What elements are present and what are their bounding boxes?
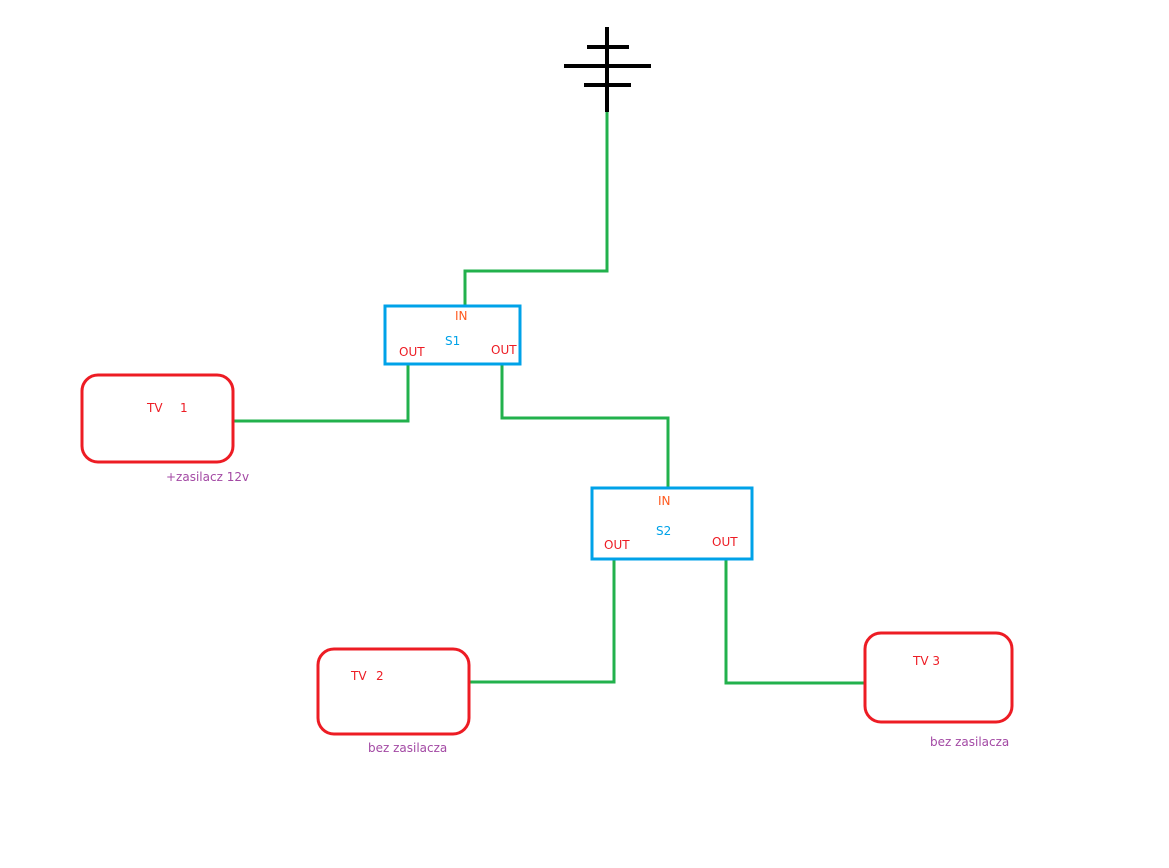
wire-s2-tv3 (724, 559, 865, 685)
tv-3: TV 3 bez zasilacza (863, 631, 1014, 749)
s2-in-label: IN (658, 494, 671, 508)
tv-2: TV 2 bez zasilacza (316, 647, 471, 755)
tv3-label: TV 3 (912, 654, 940, 668)
splitter-s1: IN S1 OUT OUT (383, 304, 522, 366)
splitter-s2: IN S2 OUT OUT (590, 486, 754, 561)
s1-out-left: OUT (399, 345, 425, 359)
s2-out-left: OUT (604, 538, 630, 552)
wire-s1-s2 (500, 364, 670, 488)
tv1-number: 1 (180, 401, 188, 415)
tv3-note: bez zasilacza (930, 735, 1009, 749)
wire-antenna-s1 (463, 112, 609, 306)
wire-s2-tv2 (469, 559, 616, 684)
s1-name: S1 (445, 334, 460, 348)
tv2-note: bez zasilacza (368, 741, 447, 755)
s1-in-label: IN (455, 309, 468, 323)
antenna-icon (564, 27, 651, 112)
tv1-label: TV (146, 401, 163, 415)
s2-out-right: OUT (712, 535, 738, 549)
s2-name: S2 (656, 524, 671, 538)
tv2-label: TV (350, 669, 367, 683)
tv-1: TV 1 +zasilacz 12v (80, 373, 249, 484)
tv1-note: +zasilacz 12v (166, 470, 249, 484)
s1-out-right: OUT (491, 343, 517, 357)
wire-s1-tv1 (233, 364, 410, 423)
tv2-number: 2 (376, 669, 384, 683)
